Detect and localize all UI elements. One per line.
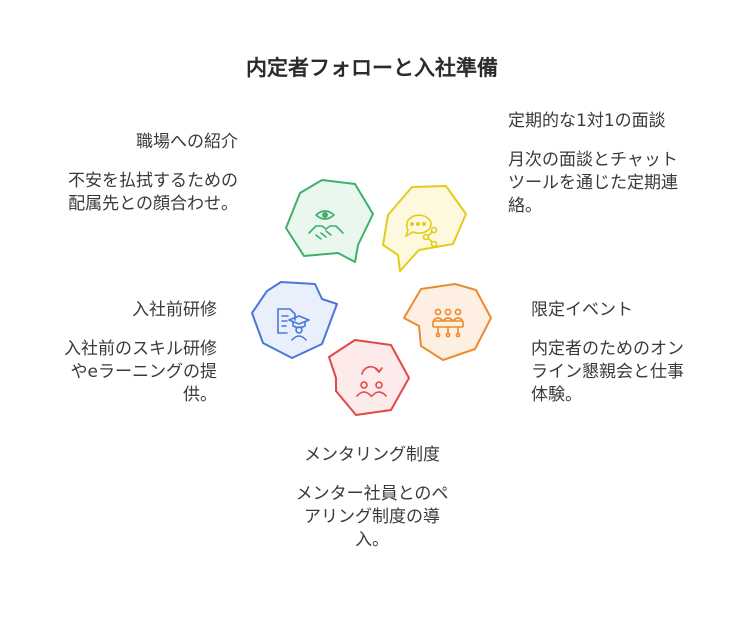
hexagon-mentoring: [328, 339, 410, 416]
hexagon-pre-joining-training: [251, 281, 338, 359]
hexagon-workplace-intro: [285, 179, 374, 263]
handshake-icon: [308, 210, 344, 240]
hexagon-one-on-one: [382, 185, 467, 272]
item-heading: 定期的な1対1の面談: [508, 111, 666, 131]
item-pre-joining-training: 入社前研修 入社前のスキル研修やeラーニングの提供。: [17, 299, 217, 407]
item-heading: メンタリング制度: [304, 445, 440, 465]
meeting-table-icon: [432, 308, 464, 338]
diagram-title: 内定者フォローと入社準備: [246, 56, 498, 80]
hexagon-limited-events: [403, 283, 492, 361]
mentor-pair-icon: [356, 366, 387, 397]
graduate-document-icon: [277, 308, 310, 341]
item-one-on-one: 定期的な1対1の面談 月次の面談とチャットツールを通じた定期連絡。: [508, 110, 678, 218]
chat-bubble-icon: [405, 214, 438, 248]
item-description: メンター社員とのペアリング制度の導入。: [295, 484, 449, 550]
item-mentoring: メンタリング制度 メンター社員とのペアリング制度の導入。: [279, 444, 465, 552]
item-limited-events: 限定イベント 内定者のためのオンライン懇親会と仕事体験。: [531, 299, 696, 407]
item-description: 不安を払拭するための配属先との顔合わせ。: [68, 171, 238, 214]
item-heading: 入社前研修: [132, 300, 217, 320]
item-workplace-intro: 職場への紹介 不安を払拭するための配属先との顔合わせ。: [18, 131, 238, 216]
item-description: 月次の面談とチャットツールを通じた定期連絡。: [508, 150, 678, 216]
item-heading: 限定イベント: [531, 300, 633, 320]
item-description: 入社前のスキル研修やeラーニングの提供。: [64, 339, 217, 405]
item-heading: 職場への紹介: [136, 132, 238, 152]
item-description: 内定者のためのオンライン懇親会と仕事体験。: [531, 339, 684, 405]
